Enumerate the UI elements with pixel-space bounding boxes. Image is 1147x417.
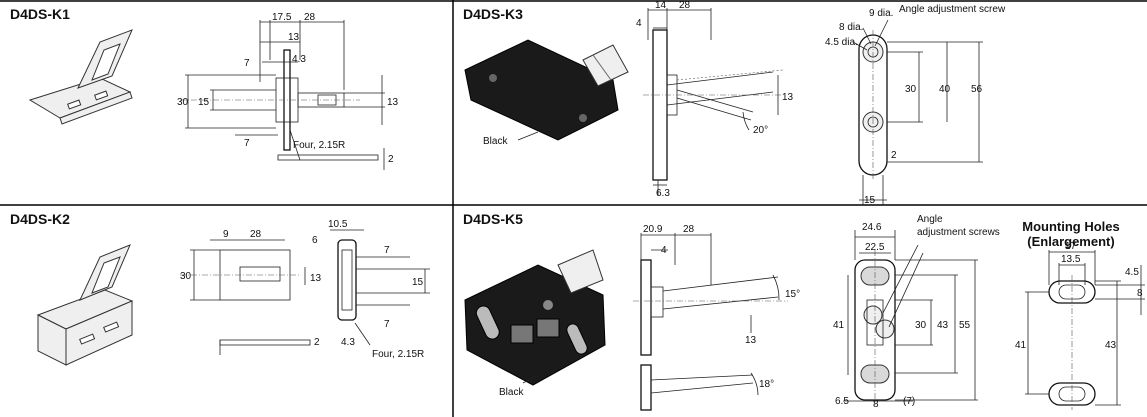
- dim-24-6: 24.6: [862, 222, 882, 233]
- dim-2: 2: [388, 154, 394, 165]
- dim-13: 13: [310, 273, 322, 284]
- k2-drawing: 10.5 9 28 6 7 30 13 15 2 4.3 7 Four, 2.1…: [36, 219, 430, 366]
- mh-dim-43: 43: [1105, 340, 1117, 351]
- dim-2: 2: [314, 337, 320, 348]
- dim-30: 30: [180, 271, 192, 282]
- angle-20: 20°: [753, 125, 768, 136]
- dim-28: 28: [679, 0, 691, 11]
- color-label-black: Black: [499, 387, 524, 398]
- dim-14: 14: [655, 0, 667, 11]
- k5-side-view: [633, 233, 788, 411]
- panel-d4ds-k2: D4DS-K2: [0, 205, 453, 417]
- panel-d4ds-k5: D4DS-K5 Black: [453, 205, 1147, 417]
- dim-41: 41: [833, 320, 845, 331]
- holes-note: Four, 2.15R: [293, 140, 345, 151]
- mounting-holes-title-line2: (Enlargement): [1027, 234, 1115, 249]
- dim-43: 43: [937, 320, 949, 331]
- dim-9-dia: 9 dia.: [869, 8, 893, 19]
- panel-title: D4DS-K3: [463, 6, 523, 22]
- dim-28: 28: [683, 224, 695, 235]
- panel-title: D4DS-K5: [463, 211, 523, 227]
- dim-9: 9: [223, 229, 229, 240]
- dim-4-3: 4.3: [341, 337, 355, 348]
- dim-4-5-dia: 4.5 dia.: [825, 37, 858, 48]
- dim-13: 13: [745, 335, 757, 346]
- color-label-black: Black: [483, 136, 508, 147]
- dim-15: 15: [864, 195, 876, 205]
- k1-dimension-drawing: [180, 20, 385, 170]
- k5-drawing: Black 20.9 28 4 15: [464, 214, 1145, 411]
- mh-dim-8: 8: [1137, 288, 1143, 299]
- k1-key-illustration: [28, 29, 133, 125]
- dim-7-top: 7: [384, 245, 390, 256]
- dim-6-3: 6.3: [656, 188, 670, 199]
- k5-key-illustration: [464, 249, 606, 386]
- dim-28: 28: [250, 229, 262, 240]
- k1-drawing: 17.5 28 13 4.3 7 30 15 13 7 Four, 2.15R …: [28, 12, 399, 170]
- angle-18: 18°: [759, 379, 774, 390]
- dim-55: 55: [959, 320, 971, 331]
- dim-8-dia: 8 dia.: [839, 22, 863, 33]
- panel-d4ds-k3: D4DS-K3 Black: [453, 0, 1147, 206]
- dim-20-9: 20.9: [643, 224, 663, 235]
- mounting-holes-title-line1: Mounting Holes: [1022, 219, 1120, 234]
- k3-side-view: [643, 8, 784, 196]
- dim-7-bottom: 7: [384, 319, 390, 330]
- dim-8: 8: [873, 399, 879, 410]
- mh-dim-17: 17: [1065, 241, 1077, 252]
- k3-front-view: [852, 19, 983, 205]
- dim-4: 4: [636, 18, 642, 29]
- mh-dim-4-5: 4.5: [1125, 267, 1139, 278]
- k3-key-illustration: [464, 39, 629, 141]
- mounting-holes-title: Mounting Holes (Enlargement): [1009, 219, 1133, 249]
- dim-17-5: 17.5: [272, 12, 292, 23]
- dim-7-top: 7: [244, 58, 250, 69]
- panel-title: D4DS-K2: [10, 211, 70, 227]
- angle-screws-label-line2: adjustment screws: [917, 227, 1000, 238]
- k5-front-view: [843, 230, 978, 405]
- dim-7-paren: (7): [903, 396, 915, 407]
- dim-40: 40: [939, 84, 951, 95]
- angle-screws-label-line1: Angle: [917, 214, 943, 225]
- dim-22-5: 22.5: [865, 242, 885, 253]
- dim-4-3: 4.3: [292, 54, 306, 65]
- dim-7-bottom: 7: [244, 138, 250, 149]
- holes-note: Four, 2.15R: [372, 349, 424, 360]
- dim-2: 2: [891, 150, 897, 161]
- k2-dimension-drawing: [180, 229, 430, 355]
- k2-key-illustration: [36, 244, 134, 366]
- dim-56: 56: [971, 84, 983, 95]
- panel-title: D4DS-K1: [10, 6, 70, 22]
- angle-adjustment-screw-label: Angle adjustment screw: [899, 4, 1006, 15]
- dim-15: 15: [198, 97, 210, 108]
- mounting-holes-enlargement: [1025, 250, 1145, 410]
- angle-15: 15°: [785, 289, 800, 300]
- dim-13-top: 13: [288, 32, 300, 43]
- dim-30: 30: [905, 84, 917, 95]
- k3-drawing: Black 14 28 4: [464, 0, 1006, 206]
- mh-dim-41: 41: [1015, 340, 1027, 351]
- dim-6-5: 6.5: [835, 396, 849, 407]
- dim-10-5: 10.5: [328, 219, 348, 230]
- dim-13-right: 13: [387, 97, 399, 108]
- panel-d4ds-k1: D4DS-K1: [0, 0, 453, 205]
- mh-dim-13-5: 13.5: [1061, 254, 1081, 265]
- dim-13: 13: [782, 92, 794, 103]
- dim-4: 4: [661, 245, 667, 256]
- dim-30: 30: [915, 320, 927, 331]
- dim-30: 30: [177, 97, 189, 108]
- dim-6: 6: [312, 235, 318, 246]
- dim-28: 28: [304, 12, 316, 23]
- dim-15: 15: [412, 277, 424, 288]
